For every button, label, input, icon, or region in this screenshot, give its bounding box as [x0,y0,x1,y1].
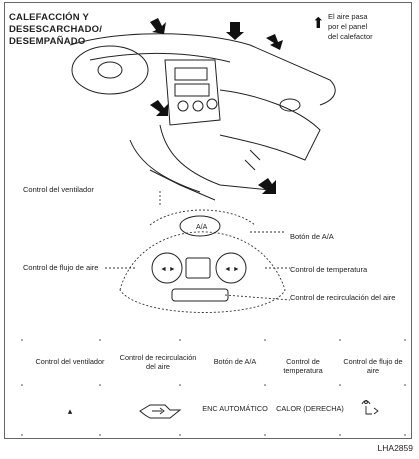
table-header-recirc: Control de recirculación del aire [119,353,197,371]
airflow-arrow-center [150,100,168,116]
svg-text:◄ ►: ◄ ► [224,266,240,273]
airflow-arrow-floor [258,178,276,194]
svg-text:◄ ►: ◄ ► [160,266,176,273]
label-ac-button: Botón de A/A [290,232,334,241]
table-value-ac: ENC AUTOMÁTICO [202,404,268,413]
airflow-legend-arrow-icon: ⬆ [312,15,325,32]
label-airflow-control: Control de flujo de aire [23,263,99,272]
table-header-temp: Control de temperatura [283,357,323,375]
ac-knob-outline [179,215,221,237]
airflow-arrow-side [266,34,283,50]
airflow-note: El aire pasa por el panel del calefactor [328,12,373,41]
temp-knob [215,252,247,284]
recirc-button-outline [171,288,229,302]
figure-code: LHA2859 [377,443,413,453]
airflow-arrow-left [150,18,166,34]
table-value-temp: CALOR (DERECHA) [276,404,344,413]
figure-title: CALEFACCIÓN Y DESESCARCHADO/ DESEMPAÑADO [9,12,103,47]
fan-low-icon: ▴ [67,406,73,416]
label-temp-control: Control de temperatura [290,265,368,274]
table-header-ac: Botón de A/A [213,357,257,366]
svg-text:A/A: A/A [196,224,208,231]
airflow-knob [151,252,183,284]
label-fan-control: Control del ventilador [23,185,94,194]
table-header-airflow: Control de flujo de aire [343,357,403,375]
label-recirc-control: Control de recirculación del aire [290,293,396,302]
airflow-arrow-defrost [226,22,244,40]
table-header-fan: Control del ventilador [35,357,105,366]
figure-frame [4,2,412,439]
